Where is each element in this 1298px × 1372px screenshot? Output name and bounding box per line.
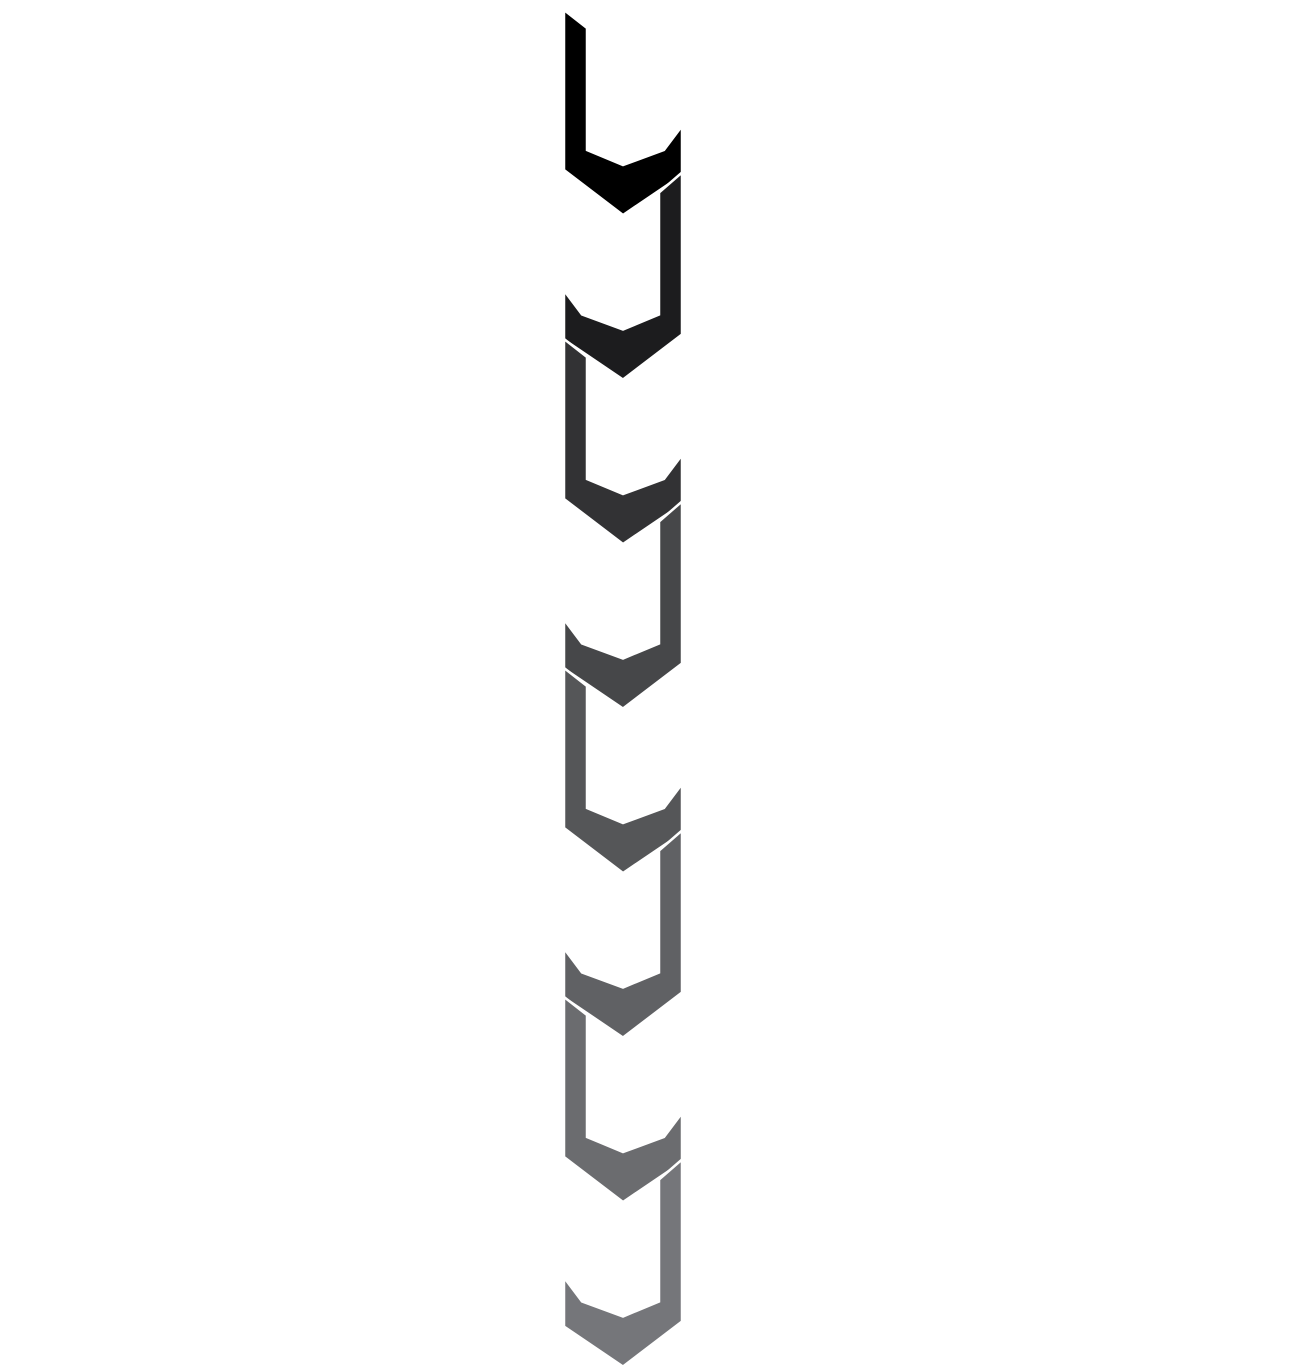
- chevron-down-icon: [562, 994, 684, 1204]
- chevron-down-icon: [562, 7, 684, 217]
- chevron-down-icon: [562, 336, 684, 546]
- chevron-down-icon: [562, 169, 684, 382]
- chevron-down-icon: [562, 1156, 684, 1369]
- chevron-down-icon: [562, 827, 684, 1040]
- chevron-down-icon: [562, 665, 684, 875]
- chevron-down-icon: [562, 498, 684, 711]
